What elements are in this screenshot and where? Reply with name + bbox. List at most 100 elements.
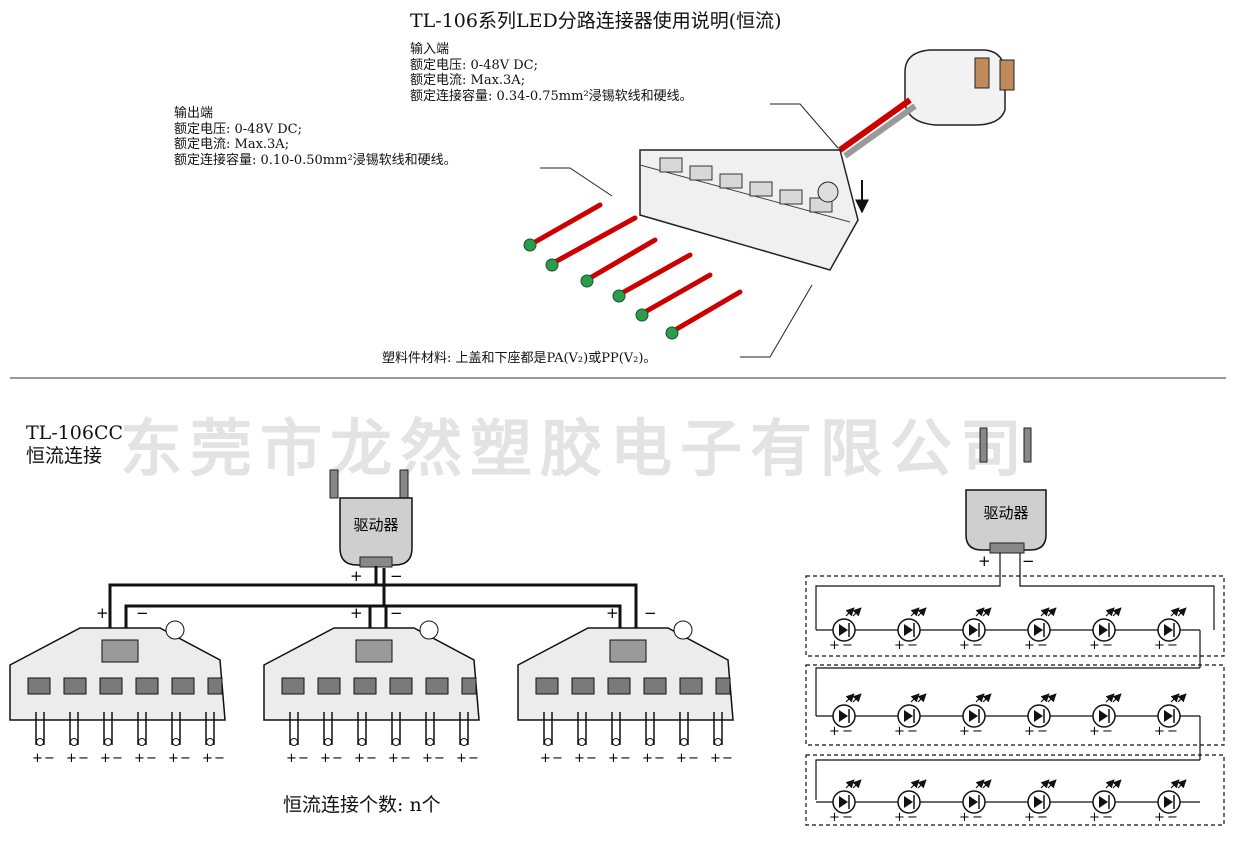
lead-plus: + [100, 751, 111, 766]
output-lead [289, 712, 299, 746]
output-heading: 输出端 [174, 106, 214, 121]
lead-minus: − [688, 751, 699, 766]
driver-left [329, 469, 413, 585]
lead-plus: + [66, 751, 77, 766]
led-plus: + [1089, 810, 1100, 825]
led-icon: +− [829, 693, 862, 739]
output-lead [205, 712, 215, 746]
conn2-minus: − [390, 604, 403, 622]
lead-plus: + [676, 751, 687, 766]
led-minus: − [907, 724, 918, 739]
output-lead [679, 712, 689, 746]
output-lead [323, 712, 333, 746]
driver-left-minus: − [390, 567, 403, 585]
driver-right-minus: − [1022, 552, 1035, 570]
connector-middle [263, 620, 480, 721]
led-minus: − [842, 638, 853, 653]
material-note: 塑料件材料: 上盖和下座都是PA(V₂)或PP(V₂)。 [382, 351, 657, 366]
driver-right [965, 427, 1047, 554]
output-lead [645, 712, 655, 746]
driver-left-plus: + [350, 567, 363, 585]
output-lead [543, 712, 553, 746]
led-minus: − [842, 724, 853, 739]
input-heading: 输入端 [410, 42, 450, 57]
polarity-labels: + − + − + − + − + − [96, 552, 1035, 622]
lead-minus: − [366, 751, 377, 766]
led-rows: +−+−+−+−+−+−+−+−+−+−+−+−+−+−+−+−+−+− [816, 607, 1200, 825]
lead-plus: + [456, 751, 467, 766]
led-icon: +− [829, 607, 862, 653]
led-row: +−+−+−+−+−+− [816, 693, 1200, 739]
led-plus: + [1089, 638, 1100, 653]
output-lead [171, 712, 181, 746]
output-lead [357, 712, 367, 746]
input-voltage: 额定电压: 0-48V DC; [410, 57, 538, 73]
lead-minus: − [434, 751, 445, 766]
driver-right-label: 驱动器 [983, 504, 1028, 522]
lead-minus: − [722, 751, 733, 766]
led-icon: +− [1024, 607, 1057, 653]
led-plus: + [959, 810, 970, 825]
led-plus: + [1024, 810, 1035, 825]
output-capacity: 额定连接容量: 0.10-0.50mm²浸锡软线和硬线。 [174, 152, 457, 168]
led-minus: − [1167, 724, 1178, 739]
driver-right-plus: + [978, 552, 991, 570]
led-row: +−+−+−+−+−+− [816, 607, 1200, 653]
led-row: +−+−+−+−+−+− [816, 779, 1200, 825]
output-lead [35, 712, 45, 746]
output-voltage: 额定电压: 0-48V DC; [174, 121, 302, 137]
led-icon: +− [959, 693, 992, 739]
led-plus: + [1089, 724, 1100, 739]
input-spec: 输入端 额定电压: 0-48V DC; 额定电流: Max.3A; 额定连接容量… [410, 42, 693, 104]
led-minus: − [1102, 638, 1113, 653]
connector-right [517, 620, 734, 721]
led-icon: +− [829, 779, 862, 825]
bus-wires [108, 568, 638, 632]
led-plus: + [829, 724, 840, 739]
led-minus: − [1167, 638, 1178, 653]
output-spec: 输出端 额定电压: 0-48V DC; 额定电流: Max.3A; 额定连接容量… [174, 106, 457, 168]
led-plus: + [1154, 638, 1165, 653]
led-plus: + [829, 810, 840, 825]
lead-minus: − [146, 751, 157, 766]
led-minus: − [907, 810, 918, 825]
led-minus: − [972, 638, 983, 653]
led-minus: − [1037, 638, 1048, 653]
output-lead [103, 712, 113, 746]
page-title: TL-106系列LED分路连接器使用说明(恒流) [410, 10, 782, 32]
conn2-plus: + [350, 604, 363, 622]
lead-plus: + [574, 751, 585, 766]
connector-body-illustration [639, 149, 859, 271]
lead-minus: − [552, 751, 563, 766]
lead-plus: + [320, 751, 331, 766]
lead-minus: − [112, 751, 123, 766]
led-minus: − [1102, 724, 1113, 739]
conn3-plus: + [606, 604, 619, 622]
lead-minus: − [400, 751, 411, 766]
led-icon: +− [1154, 607, 1187, 653]
input-capacity: 额定连接容量: 0.34-0.75mm²浸锡软线和硬线。 [410, 88, 693, 104]
led-plus: + [894, 810, 905, 825]
led-plus: + [1024, 638, 1035, 653]
lead-plus: + [134, 751, 145, 766]
lead-minus: − [332, 751, 343, 766]
lead-plus: + [608, 751, 619, 766]
lead-minus: − [620, 751, 631, 766]
led-minus: − [1037, 810, 1048, 825]
led-icon: +− [959, 779, 992, 825]
output-lead [425, 712, 435, 746]
conn1-plus: + [96, 604, 109, 622]
led-minus: − [1037, 724, 1048, 739]
led-minus: − [1102, 810, 1113, 825]
led-plus: + [894, 724, 905, 739]
lead-minus: − [180, 751, 191, 766]
lead-minus: − [44, 751, 55, 766]
lead-minus: − [78, 751, 89, 766]
conn1-minus: − [136, 604, 149, 622]
connector-left [9, 620, 226, 721]
output-leads [35, 712, 723, 746]
output-lead [611, 712, 621, 746]
model-code: TL-106CC [26, 422, 124, 444]
led-wiring [815, 553, 1215, 800]
output-lead [137, 712, 147, 746]
